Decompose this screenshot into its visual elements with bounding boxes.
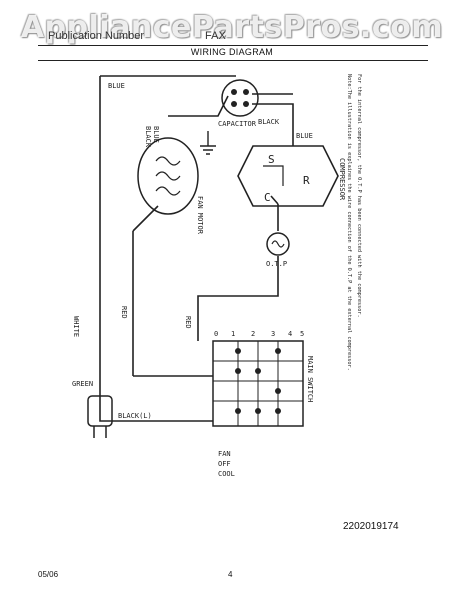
label-blue-top: BLUE: [108, 82, 125, 90]
wire-cap-comp: [252, 103, 294, 146]
wire-motor-cap: [168, 95, 229, 117]
otp-protector: [266, 232, 290, 256]
wiring-diagram: BLUE WHITE RED RED BLACK(L) GREEN BLACK …: [72, 74, 362, 478]
label-comp-c: C: [264, 191, 271, 204]
model-label: FAX: [205, 30, 226, 42]
publication-label: Publication Number: [48, 30, 144, 42]
label-comp-s: S: [268, 153, 275, 166]
note-line-1: Note:The illustration is explaines the w…: [346, 74, 352, 371]
switch-num-5: 5: [300, 330, 304, 338]
label-capacitor: CAPACITOR: [218, 120, 257, 128]
wire-comp-c: [270, 195, 279, 205]
switch-num-4: 4: [288, 330, 292, 338]
footer-date: 05/06: [38, 570, 59, 579]
label-off: OFF: [218, 460, 231, 468]
capacitor: [221, 79, 259, 117]
main-switch: [212, 340, 304, 427]
label-otp: O.T.P: [266, 260, 287, 268]
label-green: GREEN: [72, 380, 93, 388]
label-compressor: COMPRESSOR: [338, 158, 346, 201]
switch-num-2: 2: [251, 330, 255, 338]
label-cool: COOL: [218, 470, 235, 478]
page-title: WIRING DIAGRAM: [190, 47, 274, 57]
note-line-2: For the internal compressor, the O.T.P h…: [356, 74, 362, 318]
wire-black: [99, 396, 213, 422]
title-rule: [38, 60, 428, 61]
fan-motor: [137, 137, 199, 215]
compressor: [237, 145, 339, 207]
page-header: Publication Number FAX: [0, 30, 464, 48]
wire-otp-red: [197, 256, 279, 341]
power-plug: [87, 395, 113, 438]
label-white: WHITE: [72, 316, 80, 337]
label-black-cap: BLACK: [258, 118, 280, 126]
label-fan: FAN: [218, 450, 231, 458]
switch-num-3: 3: [271, 330, 275, 338]
label-main-switch: MAIN SWITCH: [306, 356, 314, 402]
ground-icon: [200, 131, 216, 155]
switch-num-0: 0: [214, 330, 218, 338]
part-number: 2202019174: [343, 521, 399, 532]
label-comp-r: R: [303, 174, 310, 187]
label-black: BLACK(L): [118, 412, 152, 420]
label-red-left: RED: [120, 306, 128, 319]
label-red-switch: RED: [184, 316, 192, 329]
label-fan-motor: FAN MOTOR: [196, 196, 204, 235]
label-blue-motor: BLUE: [152, 126, 160, 143]
header-rule: [38, 45, 428, 46]
label-blue-comp: BLUE: [296, 132, 313, 140]
label-black-motor: BLACK: [144, 126, 152, 148]
page-number: 4: [228, 570, 233, 579]
watermark: AppliancePartsPros.com: [20, 10, 444, 45]
switch-num-1: 1: [231, 330, 235, 338]
